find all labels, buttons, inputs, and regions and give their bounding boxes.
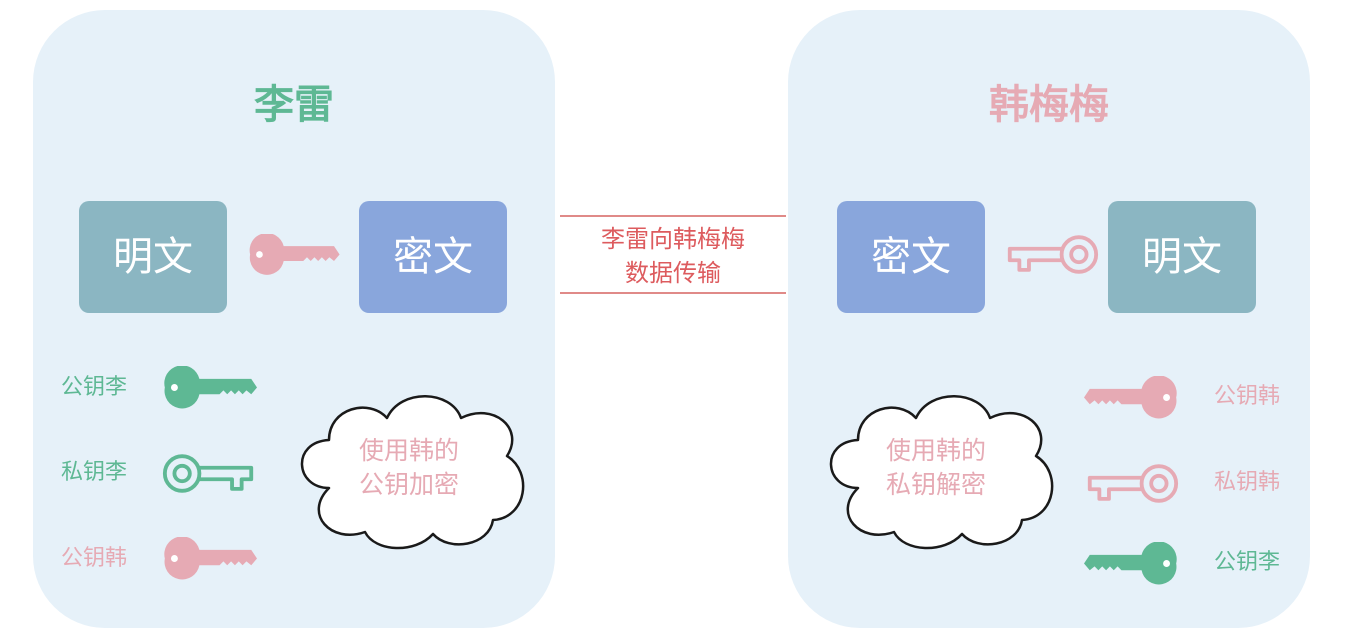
cloud-shape (829, 395, 1054, 550)
encrypt-note-line1: 使用韩的 (358, 436, 459, 465)
encrypt-note: 使用韩的 公钥加密 (329, 434, 489, 502)
li-lei-panel: 李雷 明文 密文 公钥李 私钥李 公钥韩 使用韩的 公钥加密 (33, 10, 555, 628)
encrypt-note-line2: 公钥加密 (358, 470, 459, 499)
ciphertext-box: 密文 (837, 201, 985, 313)
solid-key-icon (1084, 376, 1180, 419)
outline-key-icon (1084, 462, 1180, 505)
outline-key-icon (1004, 233, 1100, 276)
plaintext-label: 明文 (113, 234, 193, 280)
cloud-shape (300, 395, 525, 550)
solid-key-icon (1084, 542, 1180, 585)
ciphertext-label: 密文 (393, 234, 473, 280)
key-label-public-han: 公钥韩 (61, 546, 128, 571)
ciphertext-box: 密文 (359, 201, 507, 313)
plaintext-box: 明文 (79, 201, 227, 313)
channel-top-line (560, 215, 786, 217)
solid-key-icon (161, 366, 257, 409)
key-label-public-li: 公钥李 (1213, 550, 1280, 575)
decrypt-note-line2: 私钥解密 (885, 470, 986, 499)
key-label-private-li: 私钥李 (61, 460, 128, 485)
outline-key-icon (161, 452, 257, 495)
key-label-public-han: 公钥韩 (1213, 384, 1280, 409)
decrypt-note-line1: 使用韩的 (885, 436, 986, 465)
han-meimei-name: 韩梅梅 (989, 82, 1109, 128)
key-label-public-li: 公钥李 (61, 375, 128, 400)
han-meimei-panel: 韩梅梅 密文 明文 公钥韩 私钥韩 公钥李 使用韩的 私钥解密 (788, 10, 1310, 628)
channel-bottom-line (560, 292, 786, 294)
channel-label-line2: 数据传输 (625, 259, 721, 287)
channel-label-line1: 李雷向韩梅梅 (601, 225, 745, 253)
channel-label: 李雷向韩梅梅 数据传输 (560, 222, 786, 290)
solid-key-icon (161, 537, 257, 580)
key-label-private-han: 私钥韩 (1213, 470, 1280, 495)
decrypt-note: 使用韩的 私钥解密 (856, 434, 1016, 502)
key-icon (246, 234, 340, 275)
li-lei-name: 李雷 (254, 82, 334, 128)
ciphertext-label: 密文 (871, 234, 951, 280)
plaintext-box: 明文 (1108, 201, 1256, 313)
plaintext-label: 明文 (1142, 234, 1222, 280)
